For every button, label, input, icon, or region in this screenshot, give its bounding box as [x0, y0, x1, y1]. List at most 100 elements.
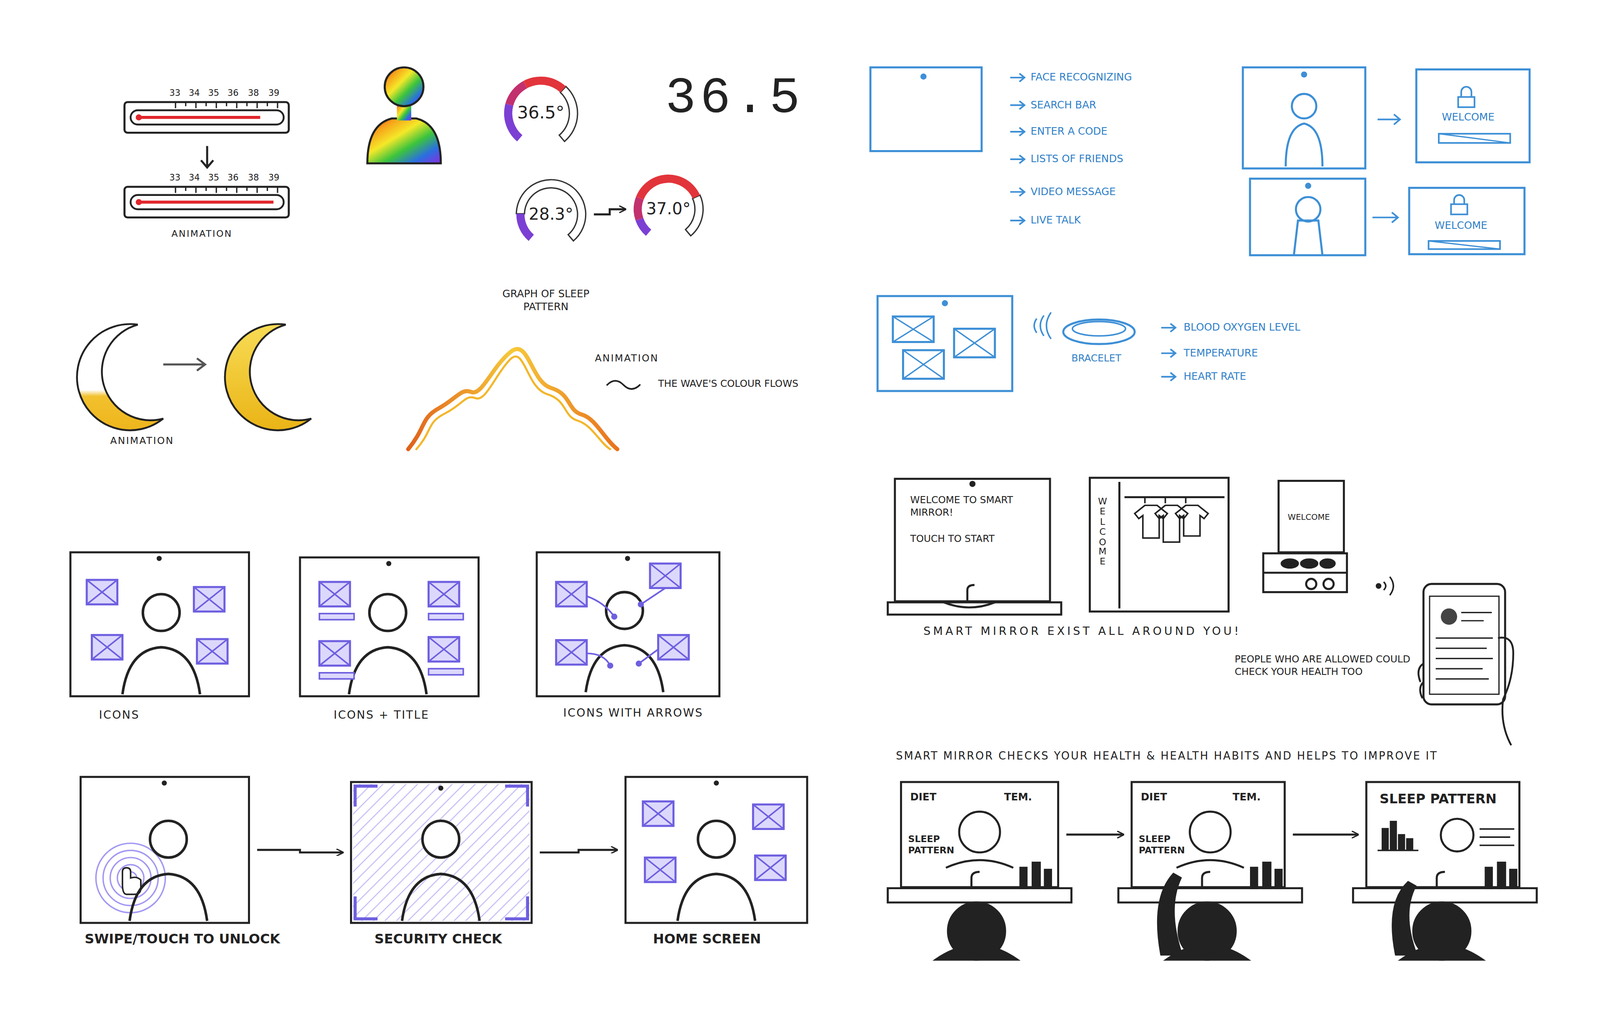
health-mirror-sketches [1382, 828, 1388, 850]
blue-screen-sketch [1306, 183, 1311, 188]
thermal-body-figure [384, 67, 424, 107]
text-anchor: TEM. [1232, 790, 1261, 804]
thermometer [135, 114, 143, 121]
health-mirror-sketches [1157, 873, 1182, 954]
icon-layout-sketches [428, 668, 464, 675]
part-name: BRACELET [1071, 352, 1122, 365]
icon-layout-sketches [625, 555, 630, 561]
sketch-note: GRAPH OF SLEEP PATTERN [479, 287, 613, 314]
text-anchor: GRAPH OF SLEEP PATTERN [479, 287, 613, 314]
unlock-flow-sketches [642, 800, 674, 826]
text-anchor: 28.3° [515, 178, 587, 250]
icon-layout-sketches [428, 581, 460, 607]
health-mirror-sketches [1045, 869, 1052, 888]
blue-screen-sketch [1428, 240, 1500, 250]
unlock-flow-sketches [645, 857, 676, 882]
screen-text: SLEEP PATTERN [1379, 790, 1497, 808]
text-anchor: 36 [227, 172, 239, 184]
feature-item: ENTER A CODE [1030, 125, 1108, 139]
icon-layout-sketches [585, 591, 664, 692]
smart-mirror-places [1306, 578, 1317, 589]
blue-screen-sketch [1063, 319, 1135, 345]
gauge-value: 28.3° [528, 204, 574, 225]
icon-layout-sketches [611, 613, 618, 620]
blue-screen-sketch [902, 350, 944, 379]
blue-screen-sketch [1242, 67, 1366, 169]
health-mirror-sketches [1176, 859, 1245, 868]
text-anchor: SMART MIRROR CHECKS YOUR HEALTH & HEALTH… [895, 749, 1438, 763]
scale-number: 38 [247, 87, 260, 99]
text-anchor: SLEEP PATTERN [1379, 790, 1497, 808]
smart-mirror-places [1418, 637, 1514, 745]
icon-layout-sketches [650, 563, 681, 588]
sketch-note: THE WAVE'S COLOUR FLOWS [658, 377, 812, 390]
text-anchor: DIET [910, 790, 937, 804]
health-mirror: SLEEP PATTERN [1365, 780, 1521, 888]
gauge-value: 37.0° [646, 199, 691, 220]
blue-screen-sketch [1302, 72, 1307, 77]
screen-sketch: SECURITY CHECK [350, 780, 533, 924]
health-mirror-sketches [1392, 881, 1417, 955]
smart-mirror-places [1124, 495, 1225, 498]
smart-mirror-places [1281, 559, 1298, 568]
scale-number: 39 [268, 87, 280, 99]
icon-layout-sketches [197, 638, 228, 664]
blue-screen-sketch [1295, 197, 1321, 222]
blue-screen-sketch [892, 316, 934, 342]
sketch-caption: SMART MIRROR EXIST ALL AROUND YOU! [923, 624, 1242, 639]
sketch-caption: ICONS WITH ARROWS [563, 706, 704, 721]
sketch-note: ANIMATION [171, 228, 233, 241]
unlock-flow-sketches [102, 850, 158, 905]
smart-mirror-places [1376, 583, 1381, 588]
temperature-gauge: 28.3° [515, 178, 587, 250]
blue-screen-sketch [1034, 312, 1051, 339]
screen-sketch: ICONS [69, 550, 250, 697]
icon-layout-sketches [86, 579, 118, 605]
feature-item: FACE RECOGNIZING [1030, 71, 1132, 85]
text-anchor: ANIMATION [595, 352, 659, 365]
blue-screen-sketch [1250, 178, 1366, 256]
screen-text: WELCOME [1434, 219, 1488, 233]
thermometer [175, 102, 278, 109]
icon-layout-sketches [556, 640, 587, 665]
unlock-flow-sketches [110, 857, 151, 898]
health-mirror-sketches [1275, 869, 1282, 888]
unlock-flow-sketches [95, 780, 786, 921]
welcome-screen: WELCOME [1415, 68, 1531, 164]
thermometer [135, 199, 143, 206]
scale-number: 36 [227, 172, 239, 184]
screen-sketch: ICONS WITH ARROWS [535, 550, 721, 697]
unlock-flow-sketches [352, 783, 530, 921]
blue-screen-sketch [954, 328, 995, 358]
text-anchor: WELCOME [1287, 512, 1330, 523]
scale-number: 39 [268, 172, 280, 184]
blue-screen-sketch [1461, 86, 1472, 97]
smart-mirror-places [1323, 578, 1334, 589]
screen-text: WELCOME [1441, 111, 1495, 125]
health-mirror-sketches [1497, 862, 1505, 888]
health-mirror: DIETTEM.SLEEP PATTERN [900, 780, 1060, 888]
blue-screen-sketch [1377, 114, 1400, 125]
sketch-note: PEOPLE WHO ARE ALLOWED COULD CHECK YOUR … [1234, 652, 1419, 678]
health-mirror-sketches [945, 859, 1014, 868]
blue-screen-sketch [1291, 93, 1317, 119]
text-anchor: 33 [169, 172, 181, 184]
blue-screen-sketch [870, 67, 982, 152]
smart-mirror-places [887, 602, 1062, 615]
flow-arrow [1066, 833, 1124, 836]
scale-number: 35 [208, 87, 220, 99]
feature-item: LIVE TALK [1030, 214, 1081, 228]
mirror-screen: WELCOME TO SMART MIRROR!TOUCH TO START [893, 477, 1051, 603]
icon-layout-sketches [607, 662, 614, 669]
blue-screen-sketch [954, 328, 995, 358]
digital-readout: 36.5 [665, 67, 805, 132]
icon-layout-sketches [86, 555, 689, 694]
health-mirror-sketches [1190, 811, 1231, 853]
unlock-flow-sketches [122, 867, 141, 895]
health-mirror-sketches [1510, 869, 1517, 888]
sketch-note: ANIMATION [595, 352, 659, 365]
gauge-value: 36.5° [517, 102, 565, 125]
